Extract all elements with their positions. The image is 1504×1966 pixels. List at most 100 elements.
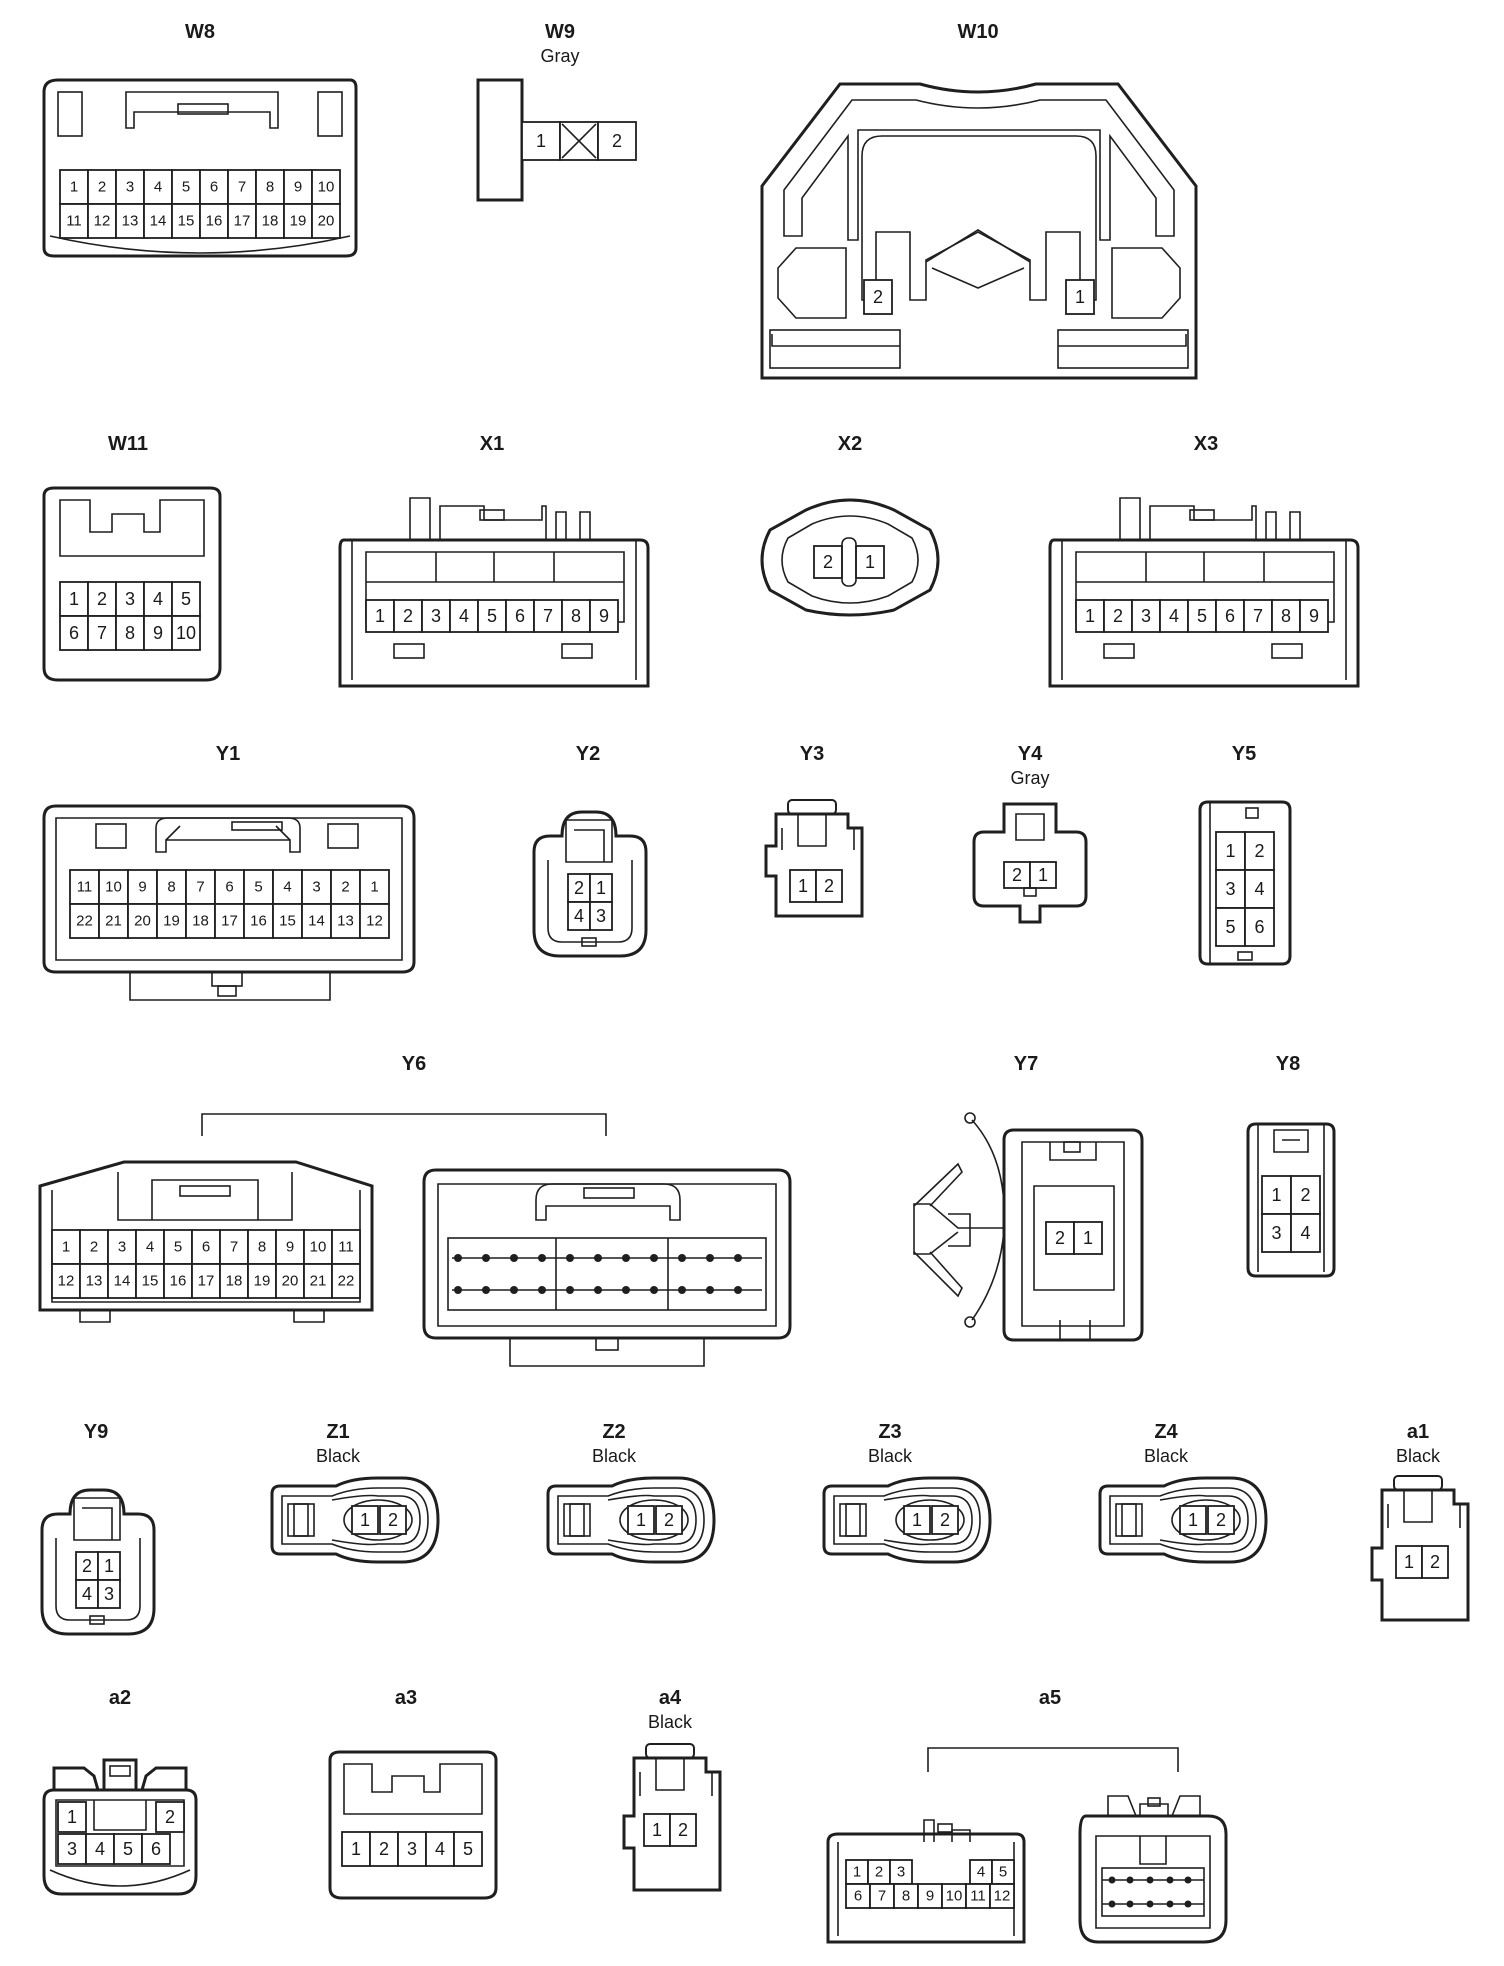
contact-dot-y6: [594, 1254, 602, 1262]
connector-x2: X2 2 1: [760, 433, 940, 617]
pin-y9-0: 2: [82, 1556, 92, 1576]
pin-y8-1: 2: [1300, 1185, 1310, 1205]
pin-cell-a2: [113, 1833, 143, 1865]
pin-w8-0: 1: [70, 179, 78, 196]
pin-cell-w8: [115, 203, 145, 239]
pin-w11-7: 8: [125, 623, 135, 643]
pin-a5-2: 3: [897, 1864, 905, 1881]
pin-w8-18: 19: [290, 213, 307, 230]
connector-label-y4: Y4: [1018, 743, 1043, 765]
pin-w8-7: 8: [266, 179, 274, 196]
pin-y1-6: 5: [254, 879, 262, 896]
pin-cell-a5: [917, 1883, 943, 1909]
pin-y2-2: 4: [574, 906, 584, 926]
pin-cell-y1: [359, 869, 390, 905]
pin-w11-2: 3: [125, 589, 135, 609]
connector-color-y4: Gray: [1010, 768, 1049, 788]
connector-label-x3: X3: [1194, 433, 1218, 455]
pin-w10-0: 2: [873, 287, 883, 307]
pin-a5-8: 9: [926, 1888, 934, 1905]
pin-cell-y6: [275, 1263, 305, 1299]
pin-y3-0: 1: [798, 876, 808, 896]
pin-y9-1: 1: [104, 1556, 114, 1576]
pin-y5-2: 3: [1225, 879, 1235, 899]
connector-color-z2: Black: [592, 1446, 637, 1466]
pin-cell-a3: [369, 1831, 399, 1867]
pin-y6-10: 11: [338, 1239, 354, 1256]
pin-cell-y6: [191, 1263, 221, 1299]
pin-z4-1: 2: [1216, 1510, 1226, 1530]
pin-a4-1: 2: [678, 1820, 688, 1840]
pin-cell-y6: [303, 1263, 333, 1299]
pin-cell-y2: [589, 901, 613, 931]
pin-w11-5: 6: [69, 623, 79, 643]
connector-y7: Y7 2 1: [913, 1053, 1144, 1342]
pin-y6-8: 9: [286, 1239, 294, 1256]
pin-cell-a2: [57, 1833, 87, 1865]
pin-y6-3: 4: [146, 1239, 154, 1256]
pin-a1-1: 2: [1430, 1552, 1440, 1572]
pin-a2-2: 3: [67, 1839, 77, 1859]
pin-w11-9: 10: [176, 623, 196, 643]
contact-dot-y6: [706, 1254, 714, 1262]
contact-frame-a5: [1101, 1867, 1205, 1917]
pin-cell-a5: [893, 1883, 919, 1909]
pin-cell-y3: [815, 869, 843, 903]
connector-color-z1: Black: [316, 1446, 361, 1466]
contact-dot-y6: [734, 1286, 742, 1294]
pin-a3-0: 1: [351, 1839, 361, 1859]
pin-y6-5: 6: [202, 1239, 210, 1256]
connector-label-y1: Y1: [216, 743, 240, 765]
contact-dot-a5: [1108, 1876, 1116, 1884]
pin-cell-x1: [589, 599, 619, 633]
pin-a3-3: 4: [435, 1839, 445, 1859]
pin-cell-y5: [1244, 907, 1275, 947]
connector-color-z4: Black: [1144, 1446, 1189, 1466]
pin-y1-9: 2: [341, 879, 349, 896]
pin-cell-a2: [141, 1833, 171, 1865]
pin-y1-5: 6: [225, 879, 233, 896]
pin-x1-7: 8: [571, 606, 581, 626]
pin-a4-0: 1: [652, 1820, 662, 1840]
contact-dot-y6: [538, 1254, 546, 1262]
pin-cell-y3: [789, 869, 817, 903]
pin-y6-12: 13: [86, 1273, 103, 1290]
pin-x3-8: 9: [1309, 606, 1319, 626]
pin-y9-3: 3: [104, 1584, 114, 1604]
pin-cell-y6: [331, 1263, 361, 1299]
contact-dot-y6: [510, 1254, 518, 1262]
pin-y8-2: 3: [1271, 1223, 1281, 1243]
contact-dot-a5: [1146, 1876, 1154, 1884]
pin-a1-0: 1: [1404, 1552, 1414, 1572]
pin-cell-y1: [98, 903, 129, 939]
pin-y6-18: 19: [254, 1273, 271, 1290]
pin-cell-x1: [477, 599, 507, 633]
pin-a5-3: 4: [977, 1864, 985, 1881]
pin-cell-x3: [1159, 599, 1189, 633]
contact-dot-y6: [566, 1286, 574, 1294]
pin-cell-x1: [421, 599, 451, 633]
pin-y6-7: 8: [258, 1239, 266, 1256]
pin-y1-16: 17: [221, 913, 238, 930]
pin-w8-6: 7: [238, 179, 246, 196]
pin-y5-5: 6: [1254, 917, 1264, 937]
pin-w9-1: 2: [612, 131, 622, 151]
pin-cell-x3: [1215, 599, 1245, 633]
pin-cell-y4: [1003, 861, 1031, 889]
contact-dot-y6: [622, 1254, 630, 1262]
pin-cell-a3: [453, 1831, 483, 1867]
contact-dot-a5: [1126, 1900, 1134, 1908]
pin-x3-0: 1: [1085, 606, 1095, 626]
pin-w8-3: 4: [154, 179, 162, 196]
pin-y6-2: 3: [118, 1239, 126, 1256]
pin-y4-1: 1: [1038, 865, 1048, 885]
